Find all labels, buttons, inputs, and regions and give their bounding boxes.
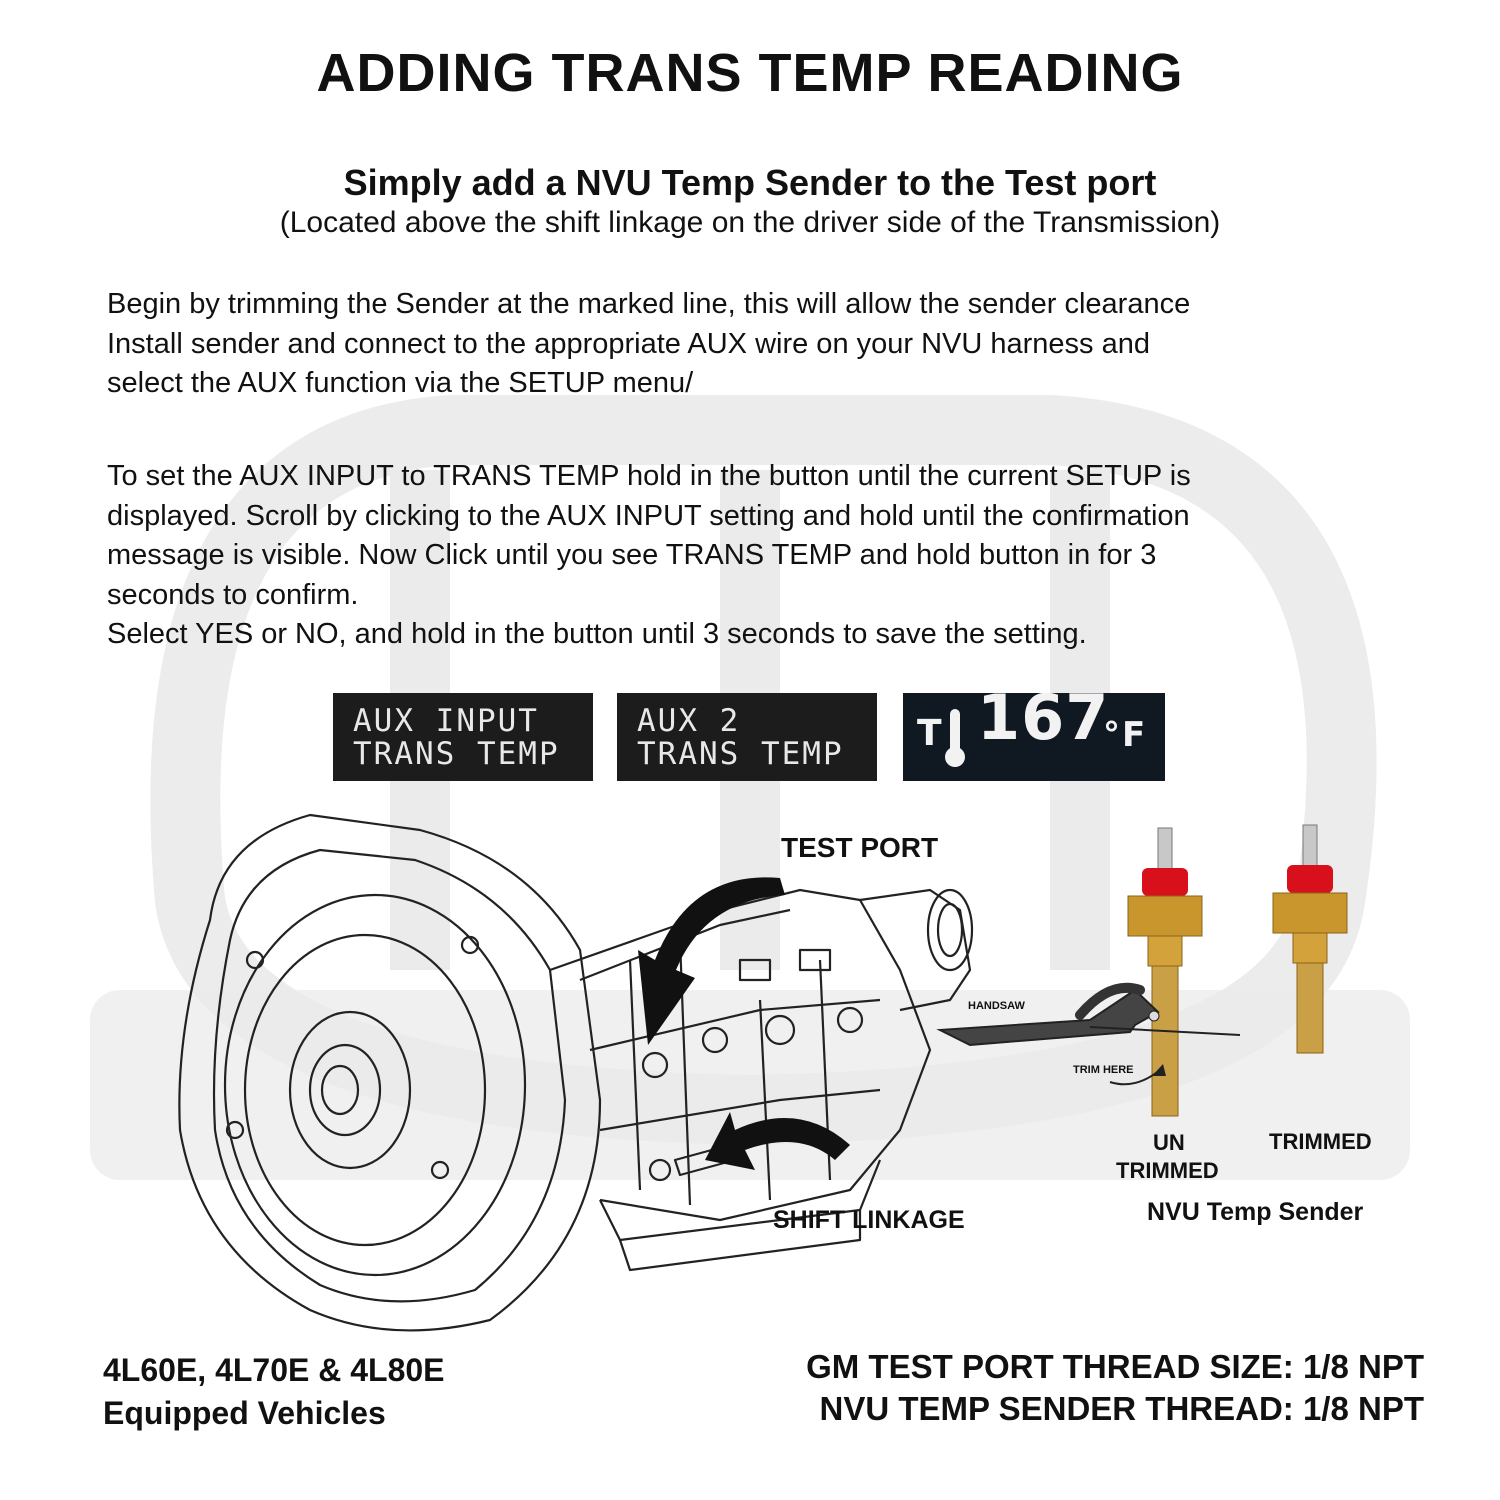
instructions-paragraph-2: To set the AUX INPUT to TRANS TEMP hold … [107,460,1191,650]
untrimmed-label-line1: UN [1153,1130,1185,1155]
lcd-display-aux-2: AUX 2 TRANS TEMP [617,693,877,781]
trimmed-label: TRIMMED [1269,1129,1372,1154]
instructions-paragraph-1: Begin by trimming the Sender at the mark… [107,288,1191,399]
nvu-thread-size: NVU TEMP SENDER THREAD: 1/8 NPT [819,1390,1424,1427]
temp-unit: °F [1103,715,1148,755]
vehicles-line-1: 4L60E, 4L70E & 4L80E [103,1352,445,1388]
temp-prefix: T [917,713,944,754]
thermometer-icon [945,709,965,767]
lcd-display-temperature: T 167 °F [903,681,1165,781]
lcd-display-aux-input: AUX INPUT TRANS TEMP [333,693,593,781]
gm-thread-size: GM TEST PORT THREAD SIZE: 1/8 NPT [806,1348,1424,1385]
handsaw-icon [936,982,1241,1047]
subtitle-note: (Located above the shift linkage on the … [279,206,1221,239]
untrimmed-label-line2: TRIMMED [1116,1158,1219,1183]
trim-here-label: TRIM HERE [1073,1064,1134,1076]
handsaw-label: HANDSAW [968,1000,1025,1012]
vehicles-line-2: Equipped Vehicles [103,1395,386,1431]
temp-value: 167 [977,681,1110,754]
transmission-illustration [178,813,974,1332]
untrimmed-sender [1127,827,1203,1117]
test-port-label: TEST PORT [781,832,939,863]
temp-sender-illustration [936,824,1348,1117]
sender-caption: NVU Temp Sender [1147,1198,1364,1226]
subtitle: Simply add a NVU Temp Sender to the Test… [343,162,1157,203]
shift-linkage-label: SHIFT LINKAGE [773,1206,965,1234]
trimmed-sender [1272,824,1348,1054]
page-title: ADDING TRANS TEMP READING [316,43,1184,103]
